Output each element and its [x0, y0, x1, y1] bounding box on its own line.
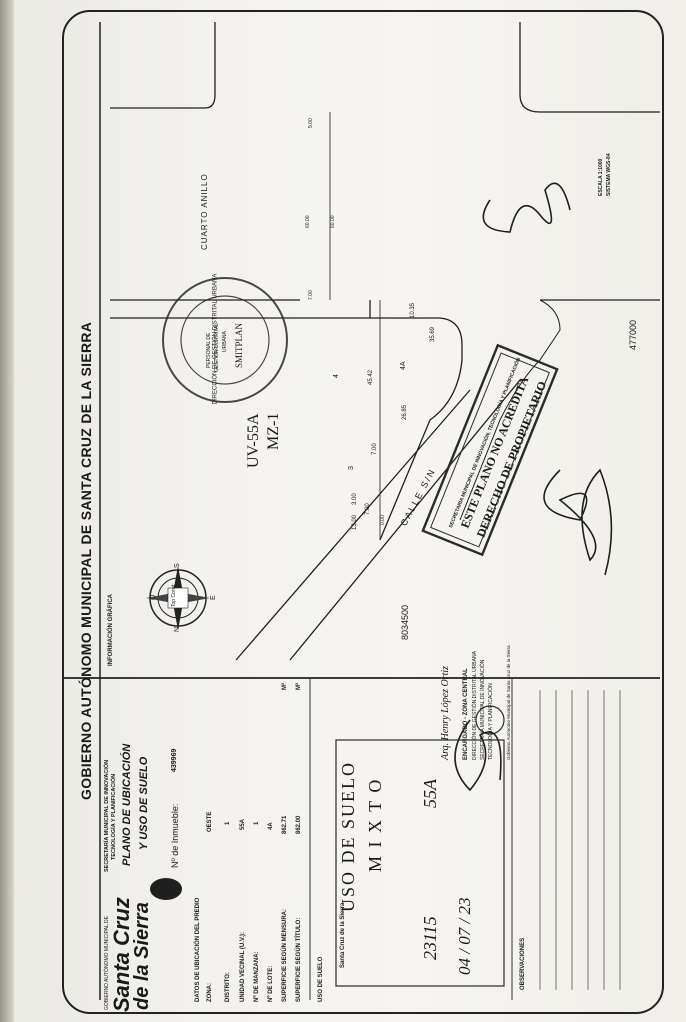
dimension-label: 7.00 [308, 290, 314, 300]
uso-stamp-title: USO DE SUELO [338, 760, 358, 912]
datos-row-label: ZONA: [207, 983, 213, 1002]
secretaria-line2: TECNOLOGÍA Y PLANIFICACIÓN [111, 773, 117, 860]
seal-center-1: PERSONAL DE [206, 332, 212, 368]
coord-y: 8034500 [400, 604, 410, 640]
seal-center-3: URBANA [222, 331, 228, 352]
secretaria-line1: SECRETARÍA MUNICIPAL DE INNOVACIÓN [104, 759, 110, 872]
datos-row-label: SUPERFICIE SEGÚN TÍTULO: [296, 917, 302, 1002]
plano-title-2: Y USO DE SUELO [138, 756, 150, 850]
dimension-label: 5.00 [308, 118, 314, 128]
dimension-label: 7.00 [372, 443, 378, 455]
uso-stamp-box [335, 739, 505, 987]
signatures [454, 182, 613, 792]
dimension-label: 45.42 [368, 369, 374, 385]
datos-row-value: 1 [225, 821, 231, 825]
datos-row-label: UNIDAD VECINAL (U.V.): [240, 931, 246, 1002]
datos-row-label: Nº DE LOTE: [268, 965, 274, 1002]
compass-west: O [150, 594, 157, 600]
uso-stamp-value: M I X T O [365, 777, 385, 872]
dimension-label: 26.85 [402, 404, 408, 420]
lot-marker: 4 [333, 374, 340, 378]
map-streets [110, 22, 660, 661]
lot-marker: 4A [400, 361, 407, 370]
datos-row-label: DISTRITO: [225, 972, 231, 1002]
uso-heading: USO DE SUELO [318, 956, 324, 1002]
compass-east: E [210, 595, 217, 600]
coord-x: 477000 [628, 319, 638, 350]
encargado-line2: DIRECCIÓN DE GESTIÓN DISTRITAL URBANA [472, 651, 478, 760]
compass-north: N [174, 626, 181, 632]
document-title: GOBIERNO AUTÓNOMO MUNICIPAL DE SANTA CRU… [78, 321, 94, 800]
small-seal [475, 705, 505, 735]
logo-emblem-icon [150, 878, 182, 900]
compass-center-label: Top Const [171, 584, 177, 607]
page-shadow [0, 0, 14, 1022]
compass-south: S [174, 563, 181, 568]
handwritten-number: 23115 [420, 916, 440, 960]
inmueble-label: Nº de Inmueble: [170, 803, 180, 868]
lot-marker: 3 [348, 466, 355, 470]
uv-label: UV-55A [245, 413, 262, 468]
datos-row-value: 4A [268, 822, 274, 830]
obs-lines [539, 690, 621, 990]
compass-icon [146, 566, 210, 630]
sistema-label: SISTEMA WGS-84 [606, 153, 612, 196]
encargado-line4: TECNOLOGÍA Y PLANIFICACIÓN [488, 683, 494, 760]
encargado-line3: SECRETARÍA MUNICIPAL DE INNOVACIÓN [480, 659, 486, 760]
dimension-label: 35.69 [430, 326, 436, 342]
datos-row-value: 862.00 [296, 815, 302, 834]
dimension-label: 60.00 [330, 215, 336, 228]
dimension-label: 3.00 [352, 493, 358, 505]
dimension-label: 60.00 [305, 215, 311, 228]
round-seal [162, 277, 288, 403]
datos-row-unit: M² [282, 683, 288, 690]
scale-label: ESCALA 1:1000 [598, 158, 604, 196]
dimension-label: 13.00 [352, 514, 358, 530]
handwritten-uv: 55A [420, 779, 440, 808]
dimension-label: 0.00 [380, 515, 386, 525]
observaciones-heading: OBSERVACIONES [520, 937, 526, 990]
datos-row-label: SUPERFICIE SEGÚN MENSURA: [282, 908, 288, 1002]
seal-center-2: GESTIÓN DISTRITAL [214, 322, 220, 372]
dimension-label: 10.35 [410, 302, 416, 318]
logo-de-la-sierra: de la Sierra [131, 902, 153, 1010]
datos-row-value: 1 [254, 821, 260, 825]
dimension-label: 7.00 [365, 503, 371, 515]
street-cuarto-anillo: CUARTO ANILLO [200, 173, 209, 250]
plano-title-1: PLANO DE UBICACIÓN [121, 743, 133, 866]
mz-label: MZ-1 [265, 412, 282, 450]
datos-row-unit: M² [296, 683, 302, 690]
encargado-name: Arq. Henry López Ortiz [440, 665, 451, 760]
plan-sheet-border [62, 10, 664, 1014]
disclaimer-stamp [421, 343, 559, 557]
inmueble-value: 439969 [171, 748, 178, 772]
seal-center-4: SMITPLAN [234, 322, 244, 368]
map-section-label: INFORMACIÓN GRÁFICA [108, 594, 114, 666]
datos-row-value: 862.71 [282, 815, 288, 834]
handwritten-date: 04 / 07 / 23 [455, 897, 474, 975]
datos-row-value: OESTE [207, 811, 213, 832]
datos-heading: DATOS DE UBICACIÓN DEL PREDIO [195, 897, 201, 1002]
encargado-footer: Gobierno Autónomo Municipal de Santa Cru… [506, 645, 511, 760]
encargado-line1: ENCARGADO - ZONA CENTRAL [463, 668, 469, 760]
uso-stamp-logo: Santa Cruz de la Sierra [340, 902, 346, 968]
datos-row-value: 55A [240, 818, 246, 830]
datos-row-label: Nº DE MANZANA: [254, 951, 260, 1002]
